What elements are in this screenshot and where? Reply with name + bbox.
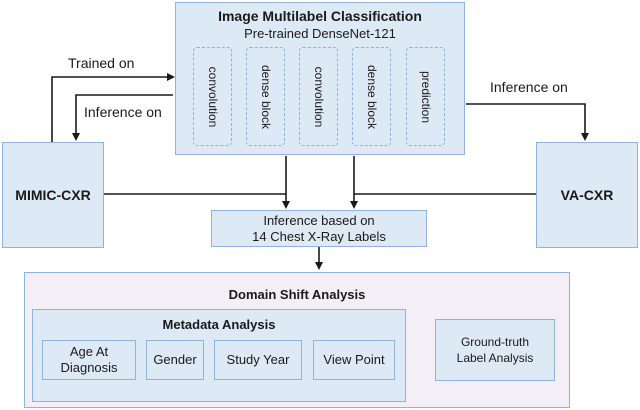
inference-label: Inference based on 14 Chest X-Ray Labels [252, 213, 386, 244]
step-dense-block-1: dense block [246, 47, 285, 146]
metadata-item-gender: Gender [146, 340, 204, 380]
metadata-item-label: Study Year [226, 352, 290, 367]
ground-truth-box: Ground-truth Label Analysis [435, 319, 555, 381]
domain-shift-box: Domain Shift Analysis Metadata Analysis … [24, 272, 570, 408]
domain-shift-title: Domain Shift Analysis [228, 287, 366, 302]
metadata-title: Metadata Analysis [162, 317, 276, 332]
metadata-item-label: Gender [153, 352, 197, 367]
step-label: dense block [258, 64, 273, 129]
va-cxr-box: VA-CXR [536, 142, 638, 248]
trained-on-label: Trained on [68, 55, 135, 71]
classification-title: Image Multilabel Classification [218, 8, 422, 24]
classification-box: Image Multilabel Classification Pre-trai… [175, 2, 465, 155]
step-label: convolution [311, 66, 326, 127]
inference-box: Inference based on 14 Chest X-Ray Labels [211, 210, 427, 247]
va-to-inference-arrow [350, 193, 536, 209]
metadata-item-label: Age At Diagnosis [60, 344, 118, 375]
metadata-item-label: View Point [323, 352, 385, 367]
mimic-to-inference-arrow [104, 193, 290, 209]
mimic-cxr-box: MIMIC-CXR [2, 142, 104, 248]
step-convolution-1: convolution [193, 47, 232, 146]
metadata-item-view-point: View Point [313, 340, 395, 380]
inference-on-right-label: Inference on [490, 79, 568, 95]
step-convolution-2: convolution [299, 47, 338, 146]
inference-on-left-arrow [72, 94, 173, 141]
ground-truth-label: Ground-truth Label Analysis [456, 335, 534, 365]
step-label: dense block [364, 64, 379, 129]
va-cxr-label: VA-CXR [560, 187, 614, 203]
metadata-box: Metadata Analysis Age At Diagnosis Gende… [32, 309, 406, 402]
inference-on-left-label: Inference on [84, 104, 162, 120]
step-label: prediction [418, 70, 433, 123]
metadata-item-study-year: Study Year [214, 340, 302, 380]
metadata-item-age: Age At Diagnosis [42, 340, 136, 380]
step-label: convolution [205, 66, 220, 127]
step-dense-block-2: dense block [352, 47, 391, 146]
mimic-cxr-label: MIMIC-CXR [15, 187, 91, 203]
step-prediction: prediction [406, 47, 445, 146]
trained-on-arrow [51, 73, 175, 142]
inference-on-right-arrow [466, 103, 589, 141]
classification-subtitle: Pre-trained DenseNet-121 [244, 26, 396, 41]
